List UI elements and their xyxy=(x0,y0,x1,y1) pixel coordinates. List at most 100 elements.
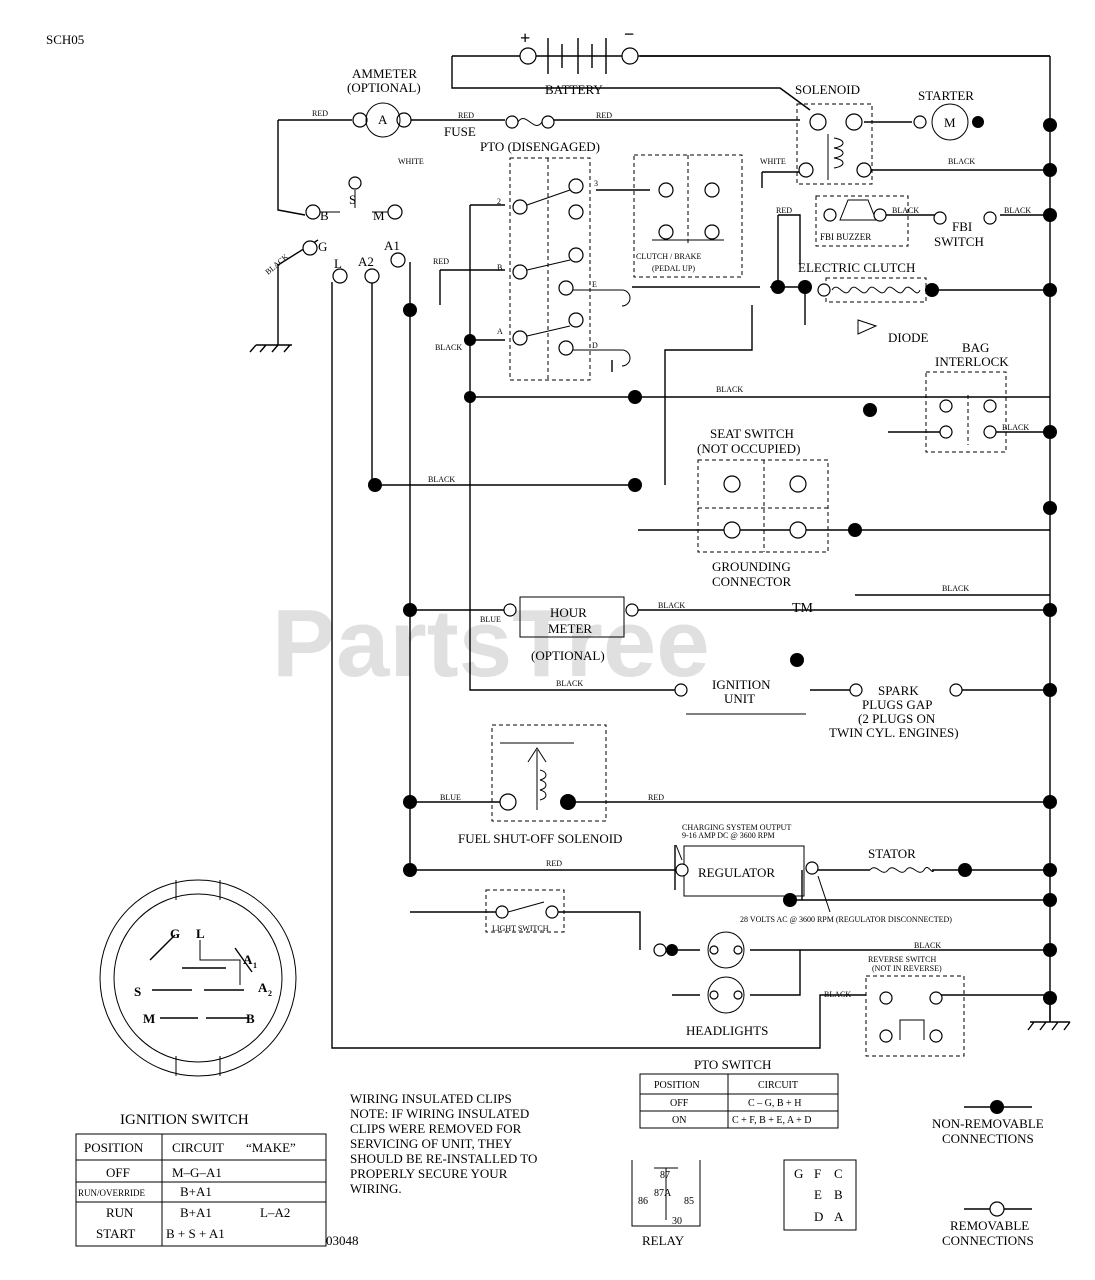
terminal-A1: A1 xyxy=(384,238,400,253)
watermark: PartsTree xyxy=(272,590,710,697)
face-letter-L: L xyxy=(196,926,205,941)
seat-switch: SEAT SWITCH (NOT OCCUPIED) GROUNDING CON… xyxy=(428,426,969,593)
face-letter-M: M xyxy=(143,1011,155,1026)
headlights-label: HEADLIGHTS xyxy=(686,1023,768,1038)
battery-positive: + xyxy=(520,28,530,48)
face-letter-A2: A xyxy=(258,980,268,995)
fuse: RED FUSE RED xyxy=(444,111,612,139)
pto-switch-title: PTO SWITCH xyxy=(694,1057,771,1072)
pto-row0-circuit: C – G, B + H xyxy=(748,1098,801,1109)
ign-row2-make: L–A2 xyxy=(260,1205,290,1220)
legend-non-removable-2: CONNECTIONS xyxy=(942,1131,1034,1146)
wire-black-grounding: BLACK xyxy=(942,584,969,593)
hour-meter-label: METER xyxy=(548,621,592,636)
wire-black-hour: BLACK xyxy=(658,601,685,610)
legend-removable-2: CONNECTIONS xyxy=(942,1233,1034,1248)
fuel-shutoff-label: FUEL SHUT-OFF SOLENOID xyxy=(458,831,622,846)
terminal-A2: A2 xyxy=(358,254,374,269)
terminal-L: L xyxy=(334,256,342,271)
face-letter-S: S xyxy=(134,984,141,999)
reverse-switch: REVERSE SWITCH (NOT IN REVERSE) BLACK xyxy=(824,955,1071,1057)
light-switch-label: LIGHT SWITCH xyxy=(492,924,549,933)
spark-label: SPARK xyxy=(878,683,919,698)
pto-pin-D: D xyxy=(814,1209,823,1224)
terminal-G: G xyxy=(318,239,327,254)
ign-row2-circuit: B+A1 xyxy=(180,1205,212,1220)
solenoid-label: SOLENOID xyxy=(795,82,860,97)
fuel-shutoff-solenoid: FUEL SHUT-OFF SOLENOID BLUE RED xyxy=(440,724,664,846)
starter-label: STARTER xyxy=(918,88,974,103)
ign-row1-position: RUN/OVERRIDE xyxy=(78,1188,146,1198)
wire-black-seat: BLACK xyxy=(428,475,455,484)
hour-meter: HOUR METER (OPTIONAL) BLUE BLACK xyxy=(480,596,685,663)
wire-black-pto: BLACK xyxy=(435,343,462,352)
wire-black-bag: BLACK xyxy=(1002,423,1029,432)
face-letter-B: B xyxy=(246,1011,255,1026)
legend-non-removable: NON-REMOVABLE xyxy=(932,1116,1044,1131)
charging-output-label: CHARGING SYSTEM OUTPUT xyxy=(682,823,791,832)
ammeter-optional: (OPTIONAL) xyxy=(347,80,421,95)
wire-black-fbi-left: BLACK xyxy=(892,206,919,215)
grounding-connector-label: CONNECTOR xyxy=(712,574,792,589)
relay-pin-30: 30 xyxy=(672,1216,682,1227)
starter-letter: M xyxy=(944,115,956,130)
spark-note-1: (2 PLUGS ON xyxy=(858,711,936,726)
fbi-buzzer: FBI BUZZER RED BLACK FBI SWITCH BLACK xyxy=(776,195,1031,249)
ign-header-position: POSITION xyxy=(84,1140,144,1155)
ammeter: AMMETER (OPTIONAL) A RED WHITE xyxy=(312,66,424,166)
wire-blue-hour: BLUE xyxy=(480,615,501,624)
watermark-tm: TM xyxy=(792,601,814,616)
bag-label: BAG xyxy=(962,340,989,355)
starter: STARTER M xyxy=(913,88,974,141)
wire-white-label: WHITE xyxy=(398,157,424,166)
wire-black-headlights: BLACK xyxy=(914,941,941,950)
ign-header-circuit: CIRCUIT xyxy=(172,1140,224,1155)
wire-red-fuel: RED xyxy=(648,793,664,802)
stator-label: STATOR xyxy=(868,846,916,861)
junction-dots xyxy=(368,116,1057,1005)
ignition-switch-title: IGNITION SWITCH xyxy=(120,1112,249,1128)
ignition-unit-label: IGNITION xyxy=(712,677,771,692)
note-line-4: SERVICING OF UNIT, THEY xyxy=(350,1136,513,1151)
ignition-unit-label-2: UNIT xyxy=(724,691,755,706)
pto-label: PTO (DISENGAGED) xyxy=(480,139,600,154)
wire-red-regulator: RED xyxy=(546,859,562,868)
seat-switch-label: SEAT SWITCH xyxy=(710,426,794,441)
ign-header-make: “MAKE” xyxy=(246,1140,296,1155)
pto-row1-circuit: C + F, B + E, A + D xyxy=(732,1115,811,1126)
ign-row3-circuit: B + S + A1 xyxy=(166,1226,225,1241)
hour-meter-optional: (OPTIONAL) xyxy=(531,648,605,663)
wire-black-ground: BLACK xyxy=(264,252,291,276)
main-wiring xyxy=(277,55,1051,1049)
bag-interlock-label: INTERLOCK xyxy=(935,354,1009,369)
ignition-switch-schematic: S B M G L A2 A1 BLACK xyxy=(249,176,406,353)
note-line-3: CLIPS WERE REMOVED FOR xyxy=(350,1121,522,1136)
wire-black-fbi-right: BLACK xyxy=(1004,206,1031,215)
ignition-switch-table: IGNITION SWITCH POSITION CIRCUIT “MAKE” … xyxy=(75,1112,327,1247)
note-line-7: WIRING. xyxy=(350,1181,402,1196)
note-line-2: NOTE: IF WIRING INSULATED xyxy=(350,1106,529,1121)
schematic-code: SCH05 xyxy=(46,32,84,47)
pto-terminal-A: A xyxy=(497,327,503,336)
wiring-note: WIRING INSULATED CLIPS NOTE: IF WIRING I… xyxy=(350,1091,537,1196)
reverse-switch-label: REVERSE SWITCH xyxy=(868,955,936,964)
terminal-B: B xyxy=(320,208,329,223)
relay-pin-86: 86 xyxy=(638,1196,648,1207)
diode-label: DIODE xyxy=(888,330,928,345)
relay-pin-87a: 87A xyxy=(654,1188,672,1199)
fbi-switch-label-2: SWITCH xyxy=(934,234,984,249)
face-letter-A2-sub: 2 xyxy=(268,989,272,998)
battery-label: BATTERY xyxy=(545,82,603,97)
note-line-5: SHOULD BE RE-INSTALLED TO xyxy=(350,1151,537,1166)
pto-header-position: POSITION xyxy=(654,1080,700,1091)
pto-terminal-B: B xyxy=(497,263,502,272)
regulator-label: REGULATOR xyxy=(698,865,775,880)
terminal-M: M xyxy=(373,208,385,223)
clutch-brake-switch: CLUTCH / BRAKE (PEDAL UP) xyxy=(633,154,743,278)
light-switch: LIGHT SWITCH xyxy=(485,889,667,957)
wire-white-solenoid: WHITE xyxy=(760,157,786,166)
terminal-S: S xyxy=(349,192,356,207)
pto-row1-position: ON xyxy=(672,1115,686,1126)
clutch-brake-pedal: (PEDAL UP) xyxy=(652,264,695,273)
ign-row1-circuit: B+A1 xyxy=(180,1184,212,1199)
